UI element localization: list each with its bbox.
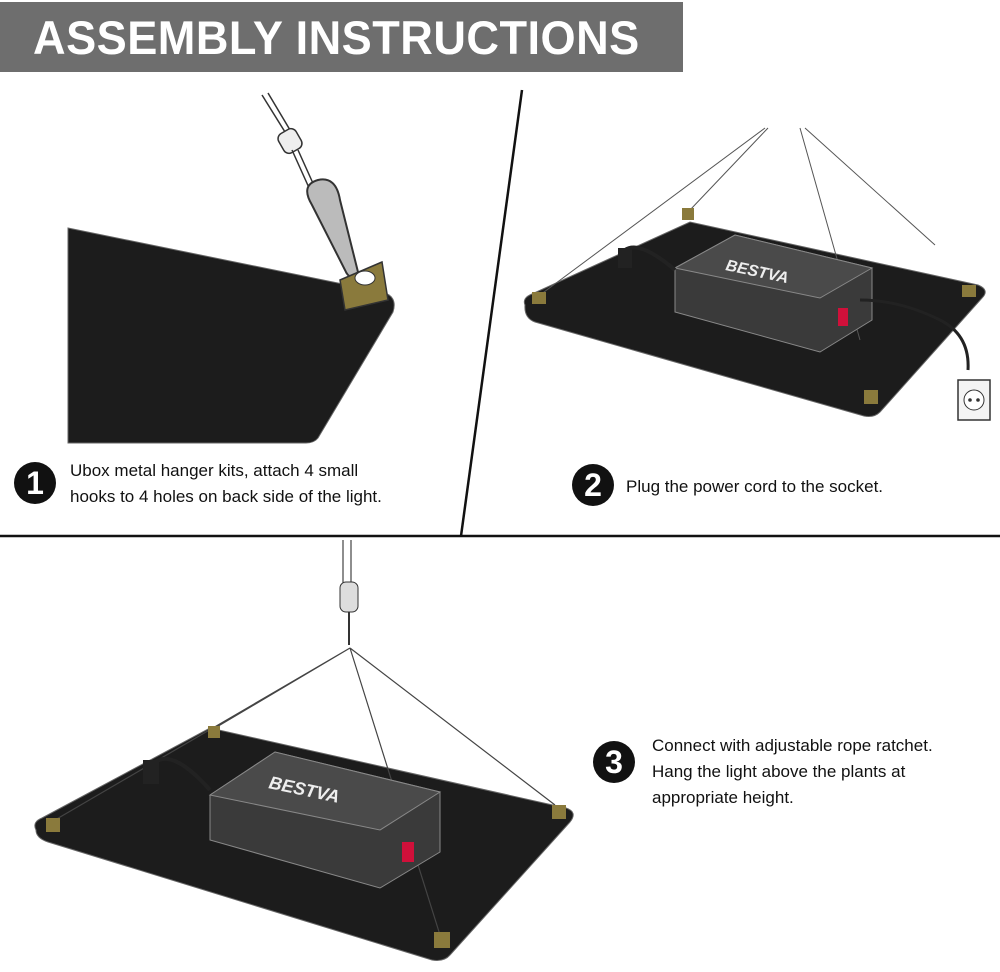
power-cord (859, 298, 970, 371)
page-title: ASSEMBLY INSTRUCTIONS (33, 11, 640, 64)
snap-hook (306, 178, 360, 278)
step-2-line: Plug the power cord to the socket. (626, 477, 884, 496)
step-1-number-badge: 1 (14, 462, 56, 504)
step-2-number-badge: 2 (572, 464, 614, 506)
diagonal-divider (459, 89, 524, 537)
rope-ratchet (339, 581, 359, 613)
step-2-text: Plug the power cord to the socket. (626, 474, 883, 500)
step-3-line: Hang the light above the plants at (652, 762, 906, 781)
step-1-line: Ubox metal hanger kits, attach 4 small (70, 461, 359, 480)
step-3-line: Connect with adjustable rope ratchet. (652, 736, 933, 755)
power-switch (402, 842, 414, 862)
mounting-bracket (339, 260, 389, 311)
step-3-number-badge: 3 (593, 741, 635, 783)
step1-illustration (67, 92, 395, 444)
step-3-text: Connect with adjustable rope ratchet. Ha… (652, 733, 933, 811)
step3-illustration: BESTVA (34, 540, 574, 961)
step-1-text: Ubox metal hanger kits, attach 4 small h… (70, 458, 382, 510)
step-1-line: hooks to 4 holes on back side of the lig… (70, 487, 382, 506)
title-banner: ASSEMBLY INSTRUCTIONS (0, 2, 683, 72)
step-3-line: appropriate height. (652, 788, 794, 807)
light-panel-corner (67, 227, 395, 444)
wall-socket-icon (957, 379, 991, 421)
step2-illustration: BESTVA (523, 127, 991, 421)
power-switch (838, 308, 848, 326)
